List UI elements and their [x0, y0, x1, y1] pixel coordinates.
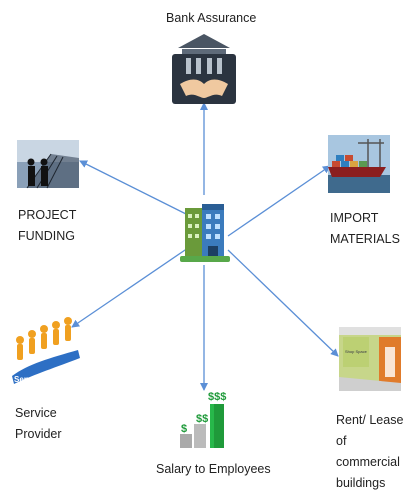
- service-provider-icon-caption: Service Provider: [14, 375, 77, 384]
- node-label-import: IMPORT MATERIALS: [330, 208, 400, 250]
- money-stacks-icon: $ $$ $$$: [180, 391, 226, 448]
- node-label-bank-line-1: Bank Assurance: [166, 11, 257, 25]
- node-label-salary-line-1: Salary to Employees: [156, 462, 271, 476]
- node-label-project-line-1: PROJECT: [18, 208, 77, 222]
- svg-text:$$$: $$$: [208, 391, 226, 403]
- node-label-service-line-1: Service: [15, 406, 57, 420]
- connector-arrows: [71, 102, 339, 391]
- svg-text:$$: $$: [196, 413, 208, 425]
- node-label-project-line-2: FUNDING: [18, 229, 75, 243]
- arrow-to-project: [79, 160, 189, 216]
- arrow-to-import: [227, 165, 331, 237]
- business-handshake-icon: [17, 140, 79, 189]
- arrow-to-service: [71, 247, 189, 328]
- office-building-icon: [180, 204, 230, 262]
- node-label-import-line-1: IMPORT: [330, 211, 379, 225]
- diagram-canvas: Service Provider $ $$ $$$ Shop Space: [12, 34, 401, 448]
- node-label-project: PROJECT FUNDING: [18, 205, 76, 247]
- svg-text:$: $: [181, 423, 187, 435]
- bank-handshake-icon: [172, 34, 236, 104]
- node-label-import-line-2: MATERIALS: [330, 232, 400, 246]
- node-label-rent: Rent/ Lease of commercial buildings: [336, 410, 404, 494]
- node-label-salary: Salary to Employees: [156, 459, 271, 480]
- svg-text:Shop Space: Shop Space: [345, 349, 368, 354]
- node-label-rent-line-3: buildings: [336, 476, 386, 490]
- node-label-rent-line-2: commercial: [336, 455, 400, 469]
- container-ship-icon: [328, 135, 390, 193]
- node-label-bank: Bank Assurance: [166, 8, 256, 29]
- commercial-interior-icon: Shop Space: [339, 327, 401, 391]
- arrow-to-rent: [227, 249, 339, 357]
- node-label-service-line-2: Provider: [15, 427, 62, 441]
- service-provider-people-icon: Service Provider: [12, 317, 80, 384]
- node-label-rent-line-1: Rent/ Lease of: [336, 413, 404, 448]
- node-label-service: Service Provider: [15, 403, 62, 445]
